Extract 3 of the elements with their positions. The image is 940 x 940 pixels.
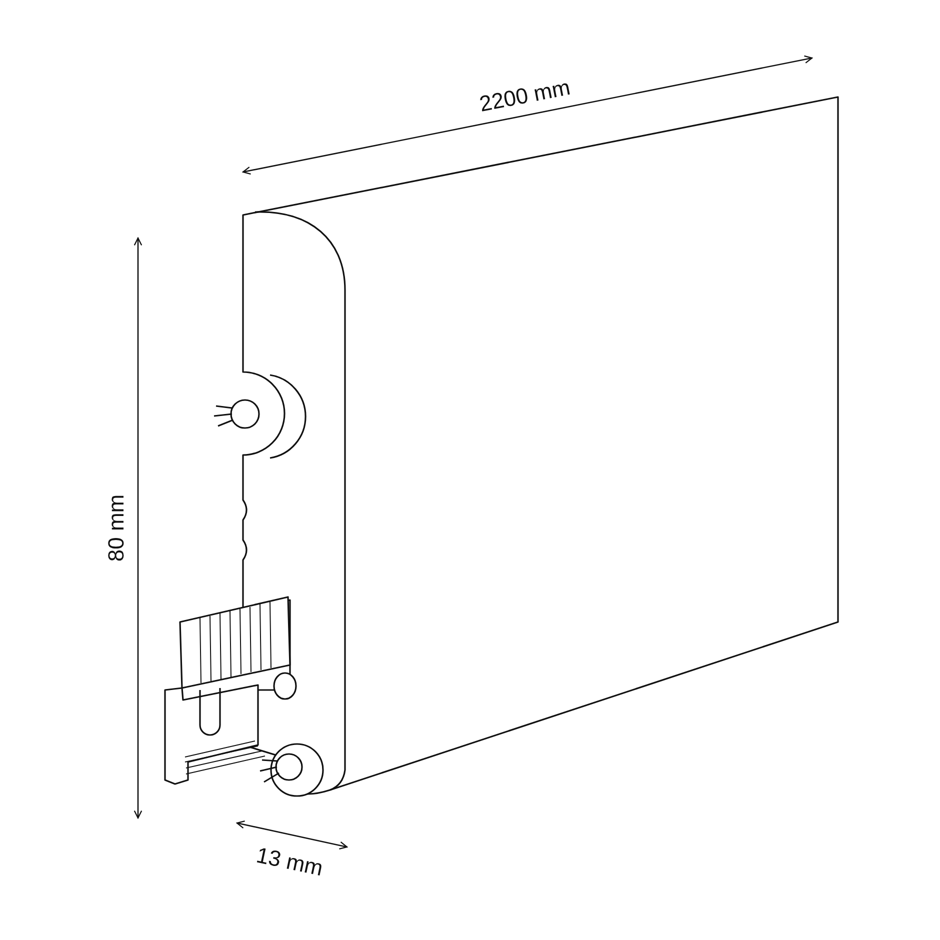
dimension-label: 80 mm [105, 494, 128, 562]
dimension-label: 13 mm [254, 844, 324, 880]
dimension-label: 2200 mm [478, 76, 572, 116]
